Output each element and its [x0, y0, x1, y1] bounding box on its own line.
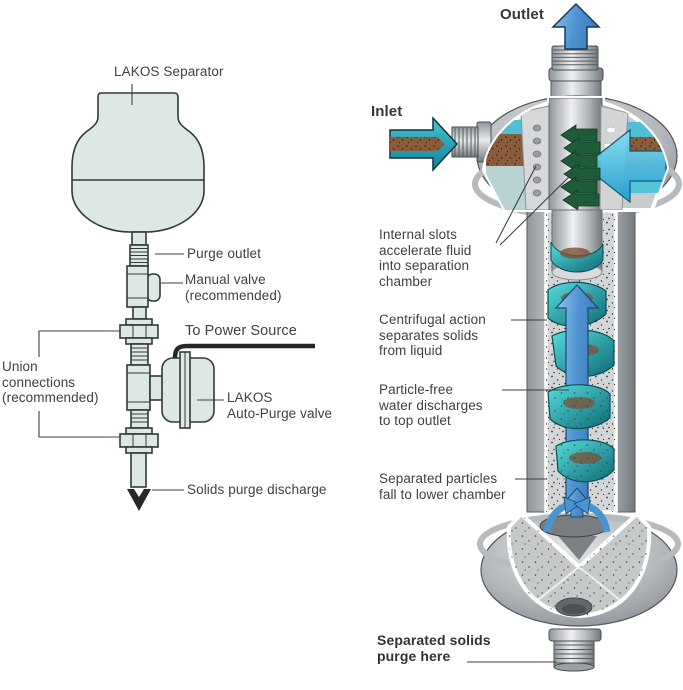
acceleration-arrow-icon — [583, 128, 667, 204]
cutaway-right — [389, 2, 682, 672]
discharge-arrow-icon — [127, 489, 151, 511]
pipe-segment — [132, 306, 147, 320]
union-fitting-bottom — [119, 427, 159, 454]
label-separated-solids: Separated solids purge here — [377, 632, 491, 664]
power-cable — [172, 343, 315, 359]
upper-chamber-cutaway — [482, 96, 669, 212]
discharge-pipe — [130, 452, 147, 488]
threaded-nipple-upper — [130, 343, 149, 366]
recirculation-arrows — [543, 487, 611, 533]
label-centrifugal: Centrifugal action separates solids from… — [379, 312, 486, 358]
label-internal-slots: Internal slots accelerate fluid into sep… — [379, 227, 472, 289]
label-inlet: Inlet — [371, 103, 403, 120]
vortex-tube — [550, 209, 604, 281]
slot-plate-left — [520, 105, 553, 210]
label-manual-valve: Manual valve (recommended) — [185, 272, 282, 303]
label-union-connections: Union connections (recommended) — [2, 359, 99, 405]
label-power-source: To Power Source — [185, 323, 297, 339]
helix-flow-front — [547, 384, 615, 483]
label-solids-purge: Solids purge discharge — [187, 482, 327, 497]
purge-pipe — [129, 231, 149, 267]
manual-valve — [126, 265, 161, 308]
inlet-fitting — [451, 121, 492, 163]
separator-tank — [71, 92, 205, 233]
leader-lines — [38, 84, 573, 663]
lower-chamber — [477, 512, 681, 627]
label-lakos-separator: LAKOS Separator — [114, 64, 224, 79]
label-outlet: Outlet — [500, 6, 544, 23]
internal-slot-arrows — [560, 124, 601, 210]
outlet-pipe — [548, 45, 604, 104]
purge-fitting — [548, 628, 602, 672]
threaded-nipple-lower — [130, 409, 149, 429]
inlet-arrow-icon — [389, 116, 459, 172]
union-fitting-top — [119, 318, 159, 345]
schematic-left — [71, 92, 315, 511]
label-auto-purge-valve: LAKOS Auto-Purge valve — [227, 390, 333, 421]
label-separated-particles: Separated particles fall to lower chambe… — [379, 471, 506, 502]
label-purge-outlet: Purge outlet — [187, 246, 261, 261]
label-particle-free: Particle-free water discharges to top ou… — [379, 382, 483, 428]
outlet-arrow-icon — [551, 2, 601, 50]
